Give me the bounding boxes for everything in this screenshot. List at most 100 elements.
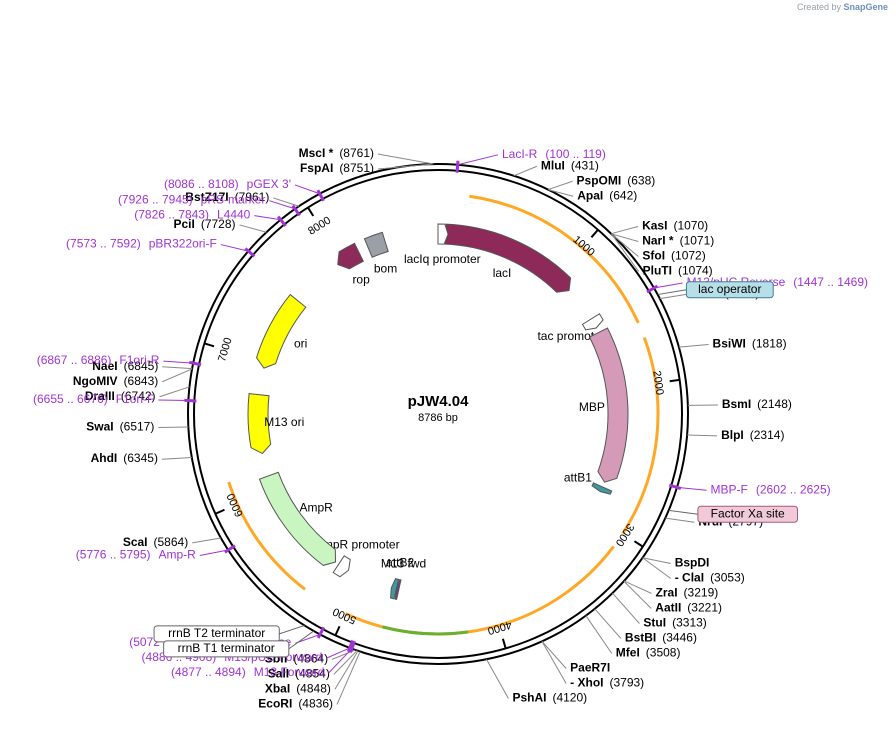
- site-leader-line: [541, 641, 567, 669]
- site-leader-line: [486, 659, 509, 699]
- boxed-feature-box: [163, 640, 290, 658]
- feature-ampr-promoter: [332, 555, 351, 578]
- feature-label-m13-ori: M13 ori: [264, 415, 304, 429]
- site-leader-line: [333, 650, 358, 675]
- orf-arc: [227, 481, 307, 591]
- feature-laci: [444, 223, 572, 293]
- orf-arc: [469, 194, 640, 324]
- tick-label: 5000: [331, 605, 358, 626]
- site-label-paer7i: PaeR7I: [570, 661, 610, 675]
- boxed-feature-label-factor-xa-site: Factor Xa site: [711, 506, 785, 520]
- feature-mbp: [588, 327, 629, 483]
- boxed-feature-label-lac-operator: lac operator: [698, 282, 761, 296]
- primer-label-l4440: (7826 .. 7843)L4440: [134, 208, 250, 222]
- site-label-apai: ApaI(642): [577, 188, 637, 202]
- site-layer: MluI(431)PspOMI(638)ApaI(642)KasI(1070)N…: [73, 146, 792, 710]
- site-label-bstz17i: BstZ17I(7961): [185, 190, 269, 204]
- site-label-mfei: MfeI(3508): [616, 646, 681, 660]
- site-leader-line: [159, 386, 190, 398]
- backbone-outer-circle: [187, 163, 689, 665]
- site-label-mlui: MluI(431): [541, 158, 599, 172]
- site-label-fspai: FspAI(8751): [300, 161, 374, 175]
- site-label-sali: SalI(4854): [268, 667, 330, 681]
- site-leader-line: [239, 224, 267, 233]
- primer-marker: [276, 215, 287, 227]
- site-leader-line: [665, 517, 695, 523]
- site-leader-line: [678, 343, 709, 348]
- tick-mark: [669, 378, 680, 383]
- site-label-kasi: KasI(1070): [642, 219, 708, 233]
- site-leader-line: [594, 608, 622, 639]
- primer-leader-line: [676, 486, 707, 491]
- site-leader-line: [659, 293, 689, 300]
- feature-laciq-promoter: [437, 223, 449, 245]
- primer-marker: [189, 360, 202, 367]
- site-label-ahdi: AhdI(6345): [91, 451, 158, 465]
- feature-label-m13-fwd: M13 fwd: [381, 556, 426, 570]
- backbone-inner-circle: [193, 169, 683, 659]
- primer-marker: [455, 160, 460, 173]
- primer-marker: [291, 204, 301, 217]
- site-label-sfoi: SfoI(1072): [642, 249, 705, 263]
- feature-label-laci: lacI: [493, 266, 512, 280]
- tick-label: 6000: [225, 491, 246, 518]
- primer-label-amp-r: (5776 .. 5795)Amp-R: [76, 548, 196, 562]
- feature-ampr: [258, 471, 337, 566]
- tick-label: 2000: [650, 370, 665, 396]
- tick-mark: [307, 207, 315, 217]
- primer-marker: [668, 483, 682, 490]
- tick-label: 4000: [486, 618, 513, 636]
- site-label-naei: NaeI(6845): [92, 359, 158, 373]
- primer-marker: [646, 284, 659, 294]
- brand-prefix: Created by: [796, 2, 841, 12]
- site-leader-line: [611, 233, 640, 272]
- site-leader-line: [623, 580, 652, 609]
- site-leader-line: [161, 456, 192, 460]
- primer-marker: [316, 626, 326, 639]
- tick-label: 8000: [306, 214, 333, 237]
- primer-leader-line: [269, 200, 296, 210]
- site-leader-line: [273, 197, 300, 207]
- site-label-xhoi: - XhoI(3793): [570, 676, 644, 690]
- site-label-xbai: XbaI(4848): [265, 682, 331, 696]
- site-leader-line: [611, 225, 639, 235]
- feature-attb2: [390, 578, 400, 600]
- site-leader-line: [377, 163, 432, 170]
- site-label-nari: NarI *(1071): [642, 234, 714, 248]
- feature-label-attb1: attB1: [564, 471, 592, 485]
- primer-label-f1ori-f: (6655 .. 6676)F1ori-F: [33, 392, 154, 406]
- snapgene-brand: Created by SnapGene: [797, 2, 888, 12]
- site-label-pluti: PluTI(1074): [643, 264, 713, 278]
- tick-mark: [204, 342, 215, 348]
- feature-label-ampr-promoter: AmpR promoter: [315, 537, 400, 551]
- primer-label-laci-r: LacI-R(100 .. 119): [502, 147, 606, 161]
- boxed-feature-leader: [279, 624, 305, 635]
- feature-label-tac-promoter: tac promoter: [537, 329, 604, 343]
- primer-marker: [184, 398, 197, 403]
- orf-arc: [382, 625, 469, 636]
- site-leader-line: [192, 537, 221, 544]
- primer-marker: [316, 189, 325, 202]
- site-leader-line: [611, 233, 639, 242]
- tick-mark: [501, 638, 507, 649]
- feature-label-mbp: MBP: [579, 400, 605, 414]
- site-leader-line: [687, 434, 718, 437]
- orf-layer: [227, 194, 660, 636]
- site-label-scai: ScaI(5864): [123, 535, 188, 549]
- site-label-stui: StuI(3313): [643, 616, 706, 630]
- tick-mark: [214, 508, 225, 515]
- tick-label: 3000: [613, 521, 636, 548]
- site-label-pspomi: PspOMI(638): [577, 173, 656, 187]
- site-leader-line: [162, 368, 193, 383]
- primer-label-mbp-f: MBP-F(2602 .. 2625): [711, 482, 831, 496]
- backbone: [187, 163, 689, 665]
- feature-m13-ori: [247, 393, 272, 455]
- site-label-draiii: DraIII(6742): [85, 389, 156, 403]
- boxed-feature-leader: [657, 289, 687, 296]
- primer-leader-line: [163, 360, 194, 364]
- boxed-feature-leader: [288, 630, 315, 650]
- site-label-bstbi: BstBI(3446): [625, 631, 697, 645]
